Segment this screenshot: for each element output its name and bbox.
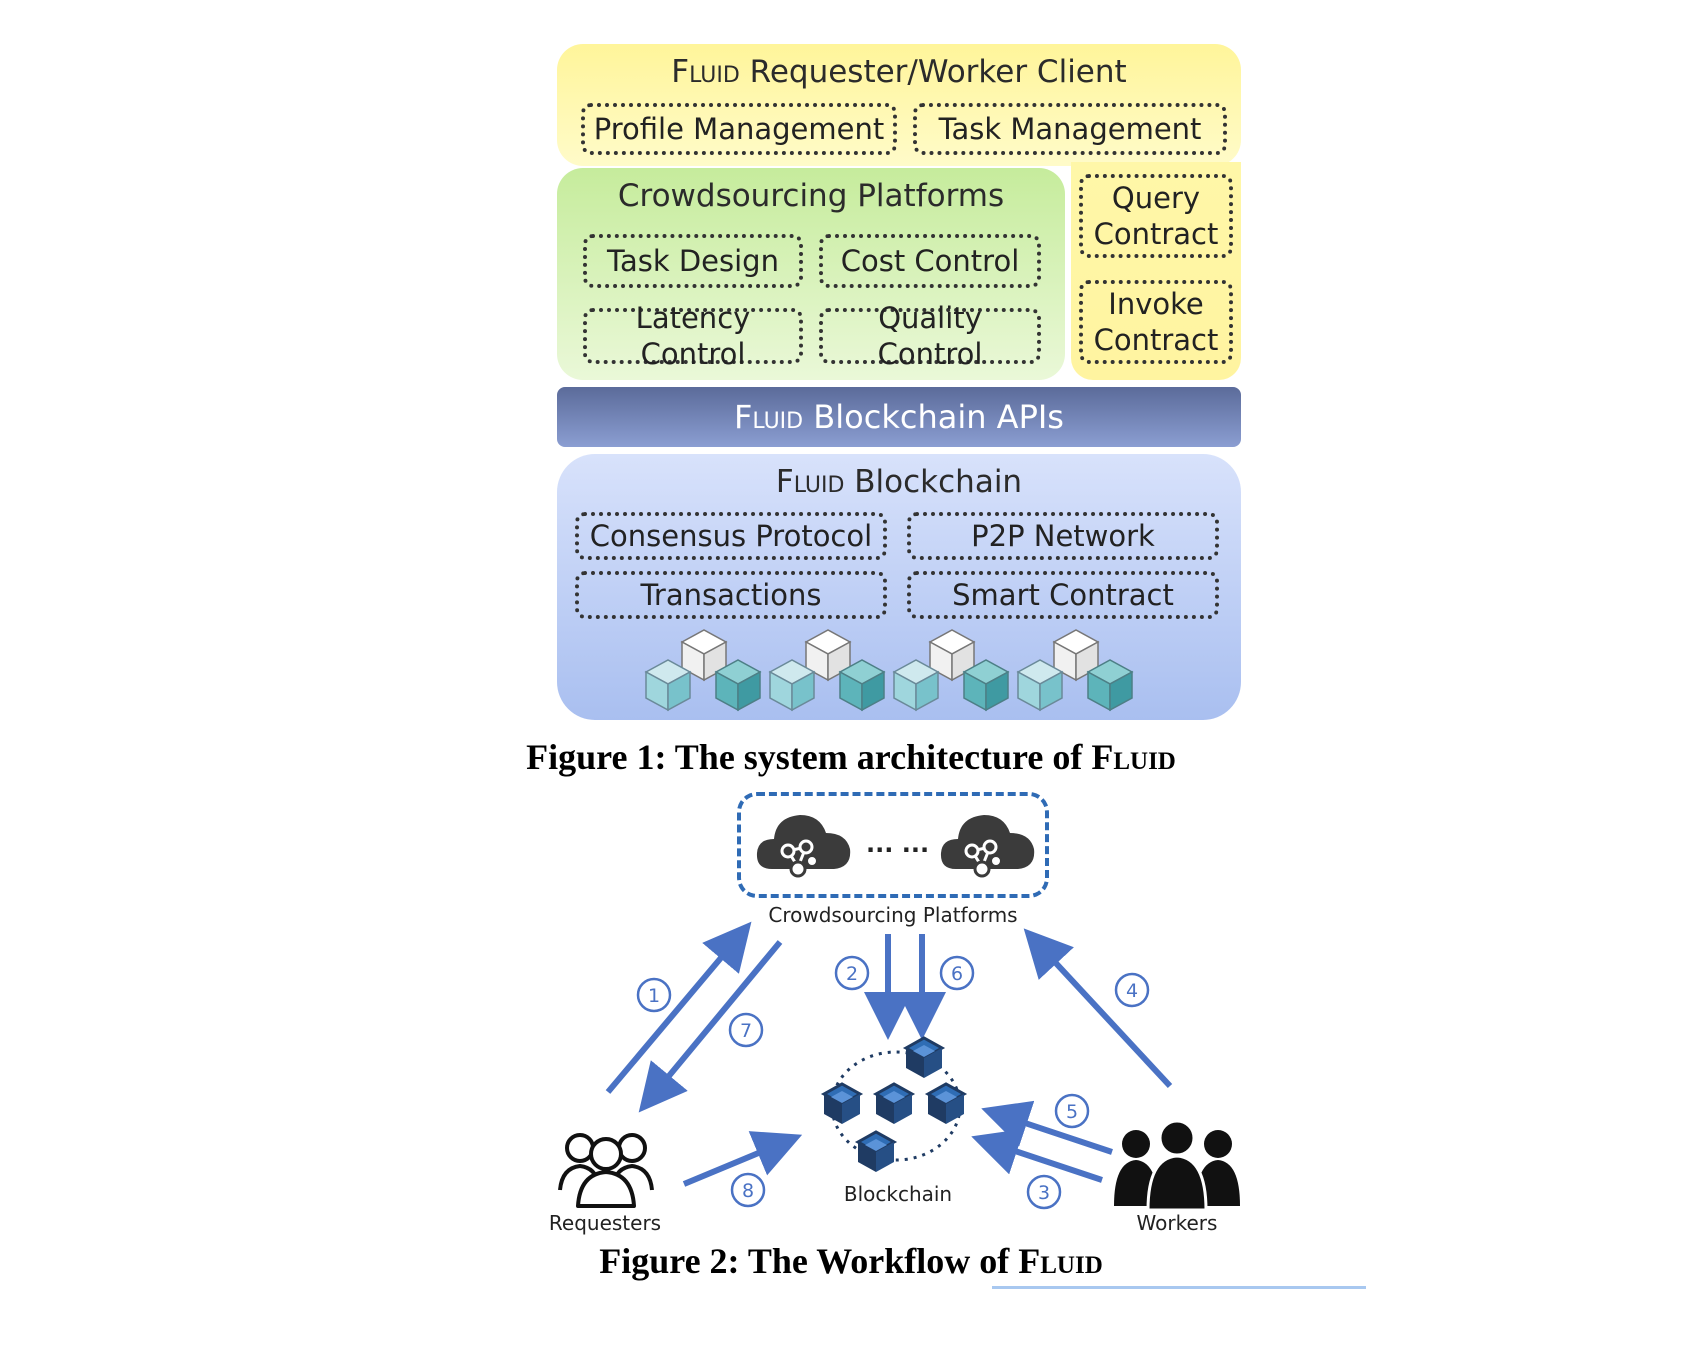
task-design-box: Task Design [583,234,803,288]
workers-label: Workers [1136,1211,1218,1235]
step-1-circle [636,977,672,1013]
arrow-7 [638,940,783,1113]
step-8-circle [730,1172,766,1208]
ellipsis-text: ... ... [866,830,930,858]
transactions-box: Transactions [575,571,887,619]
blockchain-apis-bar: Fluid Blockchain APIs [557,387,1241,447]
workers-icon [1114,1119,1240,1210]
step-3-circle [1026,1174,1062,1210]
crowdsourcing-platforms-label: Crowdsourcing Platforms [768,903,1018,927]
arrow-8 [682,1131,803,1187]
step-5-number: 5 [1066,1101,1078,1123]
platforms-dashed-box [737,792,1049,898]
query-contract-box: Query Contract [1079,174,1233,258]
step-5-circle [1054,1093,1090,1129]
arrow-1 [605,921,752,1094]
task-management-box: Task Management [913,103,1227,155]
platforms-title: Crowdsourcing Platforms [617,178,1005,214]
step-1-number: 1 [648,985,660,1007]
client-title: Fluid Requester/Worker Client [671,54,1127,90]
blockchain-network-icon [822,1036,966,1174]
blockchain-label: Blockchain [843,1182,953,1206]
step-2-number: 2 [846,963,858,985]
contract-panel [1071,162,1241,380]
p2p-network-box: P2P Network [907,512,1219,560]
step-8-number: 8 [742,1180,754,1202]
cost-control-box: Cost Control [819,234,1041,288]
cloud-network-icon [940,815,1035,878]
arrow-5 [981,1100,1113,1155]
platforms-panel [557,168,1065,380]
step-3-number: 3 [1038,1182,1050,1204]
requesters-icon [558,1133,654,1208]
step-7-circle [728,1012,764,1048]
step-4-circle [1114,972,1150,1008]
figure-1-caption: Figure 1: The system architecture of Flu… [526,737,1176,777]
step-6-number: 6 [951,963,963,985]
divider-line [992,1286,1366,1289]
step-2-circle [834,955,870,991]
smart-contract-box: Smart Contract [907,571,1219,619]
requesters-label: Requesters [548,1211,662,1235]
profile-management-box: Profile Management [581,103,897,155]
step-7-number: 7 [740,1020,752,1042]
cloud-network-icon [756,815,851,878]
consensus-protocol-box: Consensus Protocol [575,512,887,560]
arrow-4 [1023,928,1173,1089]
blockchain-title: Fluid Blockchain [775,464,1023,500]
invoke-contract-box: Invoke Contract [1079,280,1233,364]
step-6-circle [939,955,975,991]
figure-2-caption: Figure 2: The Workflow of Fluid [599,1241,1103,1281]
step-4-number: 4 [1126,980,1138,1002]
arrow-3 [971,1128,1103,1183]
